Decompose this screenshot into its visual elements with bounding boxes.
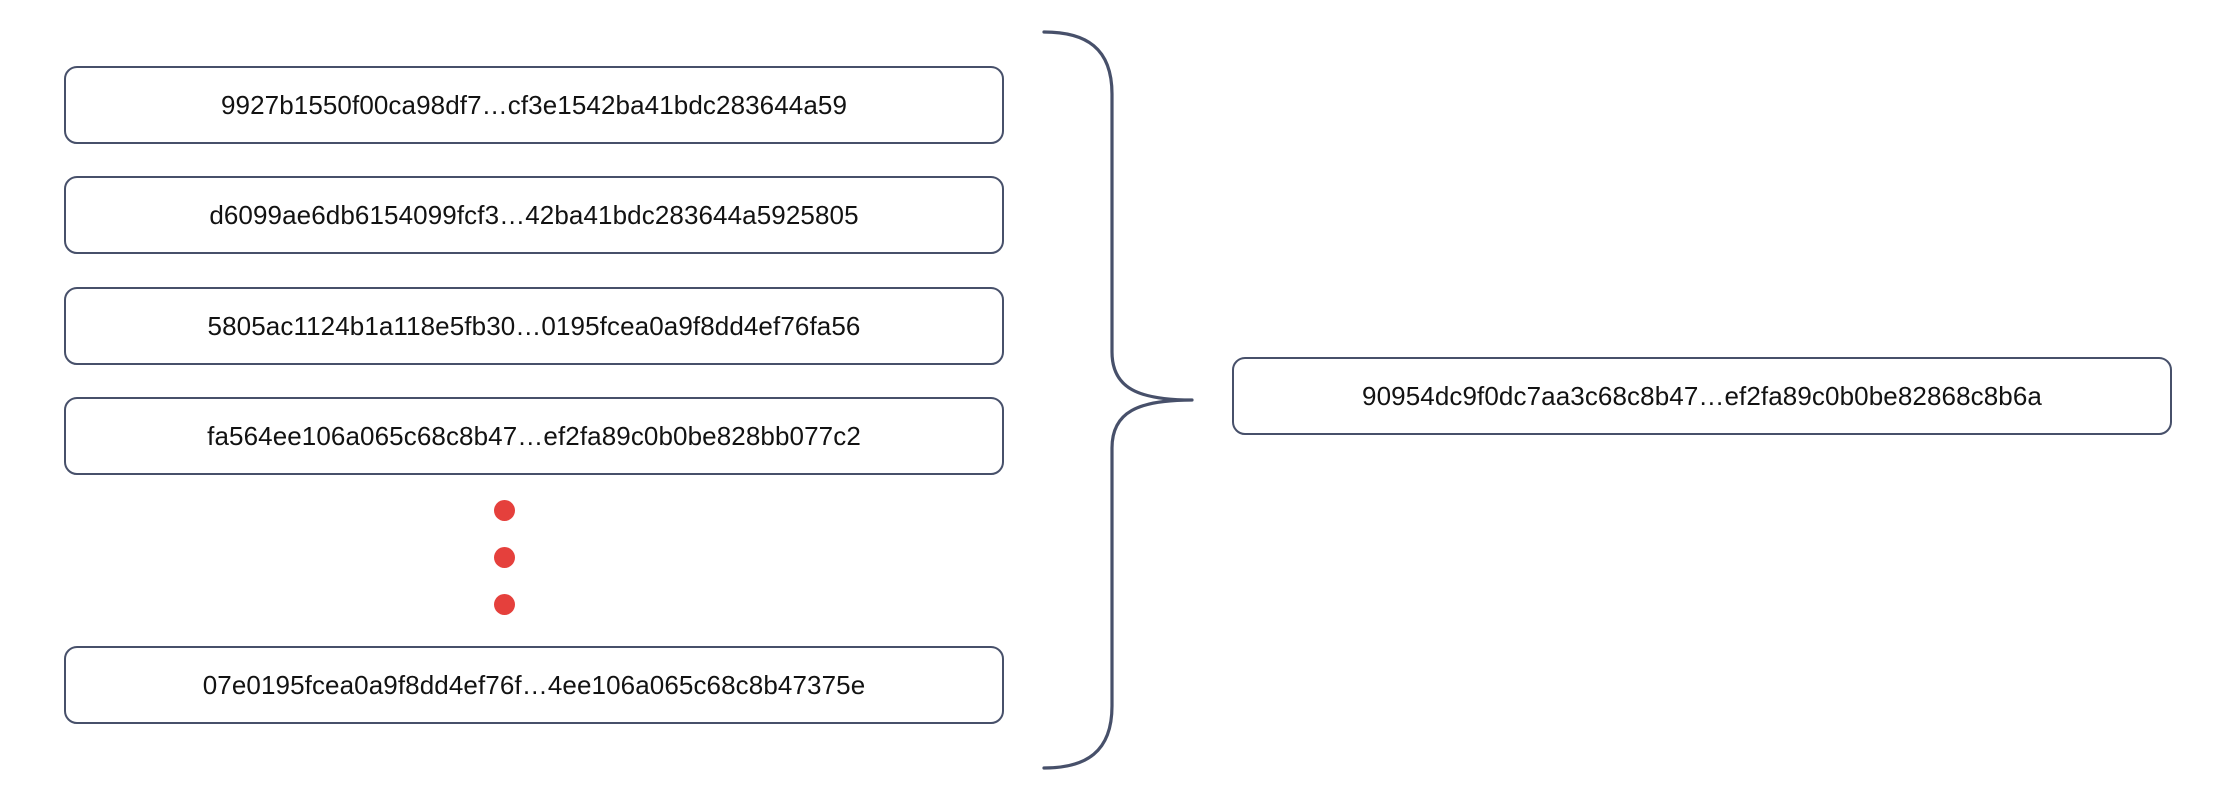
hash-text-last: 07e0195fcea0a9f8dd4ef76f…4ee106a065c68c8… (202, 670, 866, 700)
aggregated-hash-text: 90954dc9f0dc7aa3c68c8b47…ef2fa89c0b0be82… (1362, 381, 2042, 411)
hash-box-1[interactable]: 9927b1550f00ca98df7…cf3e1542ba41bdc28364… (64, 66, 1004, 144)
curly-brace-icon (1042, 22, 1202, 778)
hash-text-1: 9927b1550f00ca98df7…cf3e1542ba41bdc28364… (220, 90, 848, 120)
vertical-ellipsis-icon (494, 500, 524, 620)
hash-text-3: 5805ac1124b1a118e5fb30…0195fcea0a9f8dd4e… (207, 311, 861, 341)
hash-box-3[interactable]: 5805ac1124b1a118e5fb30…0195fcea0a9f8dd4e… (64, 287, 1004, 365)
hash-box-2[interactable]: d6099ae6db6154099fcf3…42ba41bdc283644a59… (64, 176, 1004, 254)
hash-box-last[interactable]: 07e0195fcea0a9f8dd4ef76f…4ee106a065c68c8… (64, 646, 1004, 724)
ellipsis-dot (494, 500, 515, 521)
hash-box-4[interactable]: fa564ee106a065c68c8b47…ef2fa89c0b0be828b… (64, 397, 1004, 475)
curly-brace-svg (1042, 30, 1194, 770)
hash-text-2: d6099ae6db6154099fcf3…42ba41bdc283644a59… (209, 200, 859, 230)
ellipsis-dot (494, 547, 515, 568)
aggregated-hash-box[interactable]: 90954dc9f0dc7aa3c68c8b47…ef2fa89c0b0be82… (1232, 357, 2172, 435)
ellipsis-dot (494, 594, 515, 615)
hash-text-4: fa564ee106a065c68c8b47…ef2fa89c0b0be828b… (207, 421, 861, 451)
